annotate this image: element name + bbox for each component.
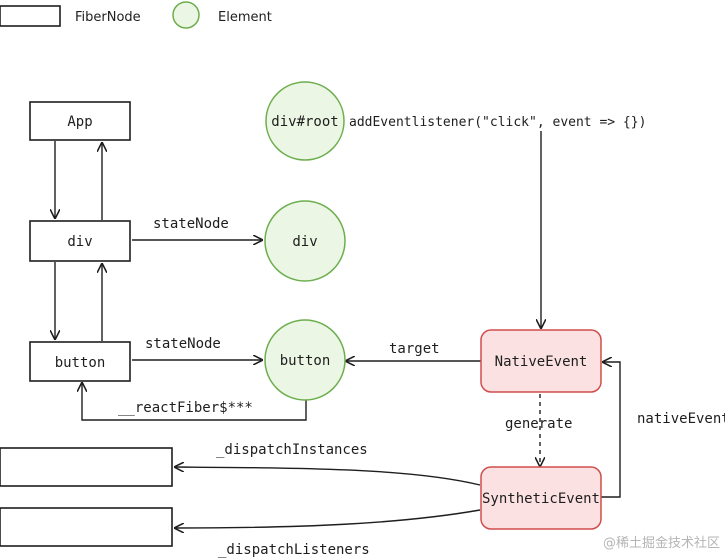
native-event-label: NativeEvent — [495, 354, 588, 370]
edge-dispatch-instances — [175, 467, 481, 486]
legend-fibernode-label: FiberNode — [75, 10, 141, 25]
generate-label: generate — [505, 416, 572, 432]
synthetic-event-label: SyntheticEvent — [482, 491, 600, 507]
dispatch-listeners-label: _dispatchListeners — [218, 542, 370, 558]
edge-dispatch-listeners — [175, 509, 481, 528]
events: NativeEvent SyntheticEvent — [480, 329, 602, 530]
dispatch-instances-label: _dispatchInstances — [216, 442, 368, 458]
legend-element-label: Element — [218, 10, 272, 25]
element-button[interactable] — [264, 319, 346, 401]
legend: FiberNode Element — [0, 1, 272, 29]
legend-element-swatch — [172, 1, 200, 29]
element-root[interactable] — [265, 81, 345, 161]
edges — [55, 131, 621, 528]
edge-labels: addEventlistener("click", event => {}) s… — [118, 115, 725, 558]
edge-react-fiber — [82, 383, 307, 421]
add-listener-label: addEventlistener("click", event => {}) — [349, 115, 646, 130]
fibernode-div-label: div — [67, 234, 92, 250]
element-div-label: div — [292, 234, 317, 250]
fiber-nodes: App div button — [0, 101, 173, 547]
fibernode-button[interactable] — [29, 341, 131, 382]
dispatch-listeners-box[interactable] — [0, 507, 173, 547]
element-div[interactable] — [264, 200, 346, 282]
dispatch-instances-box[interactable] — [0, 447, 173, 487]
element-root-label: div#root — [271, 114, 338, 130]
fibernode-div[interactable] — [29, 220, 131, 262]
synthetic-event-node[interactable] — [480, 466, 602, 530]
target-label: target — [389, 341, 440, 357]
fibernode-app-label: App — [67, 114, 92, 130]
edge-native-event — [601, 362, 621, 498]
elements: div#root div button — [264, 81, 346, 401]
statenode-button-label: stateNode — [145, 336, 221, 352]
element-button-label: button — [280, 353, 331, 369]
fibernode-button-label: button — [55, 355, 106, 371]
native-event-node[interactable] — [480, 329, 602, 393]
watermark: @稀土掘金技术社区 — [603, 535, 720, 551]
react-fiber-label: __reactFiber$*** — [118, 400, 253, 416]
statenode-div-label: stateNode — [153, 216, 229, 232]
legend-fibernode-swatch — [0, 5, 61, 27]
native-event-edge-label: nativeEvent — [637, 411, 725, 427]
fibernode-app[interactable] — [29, 101, 131, 141]
